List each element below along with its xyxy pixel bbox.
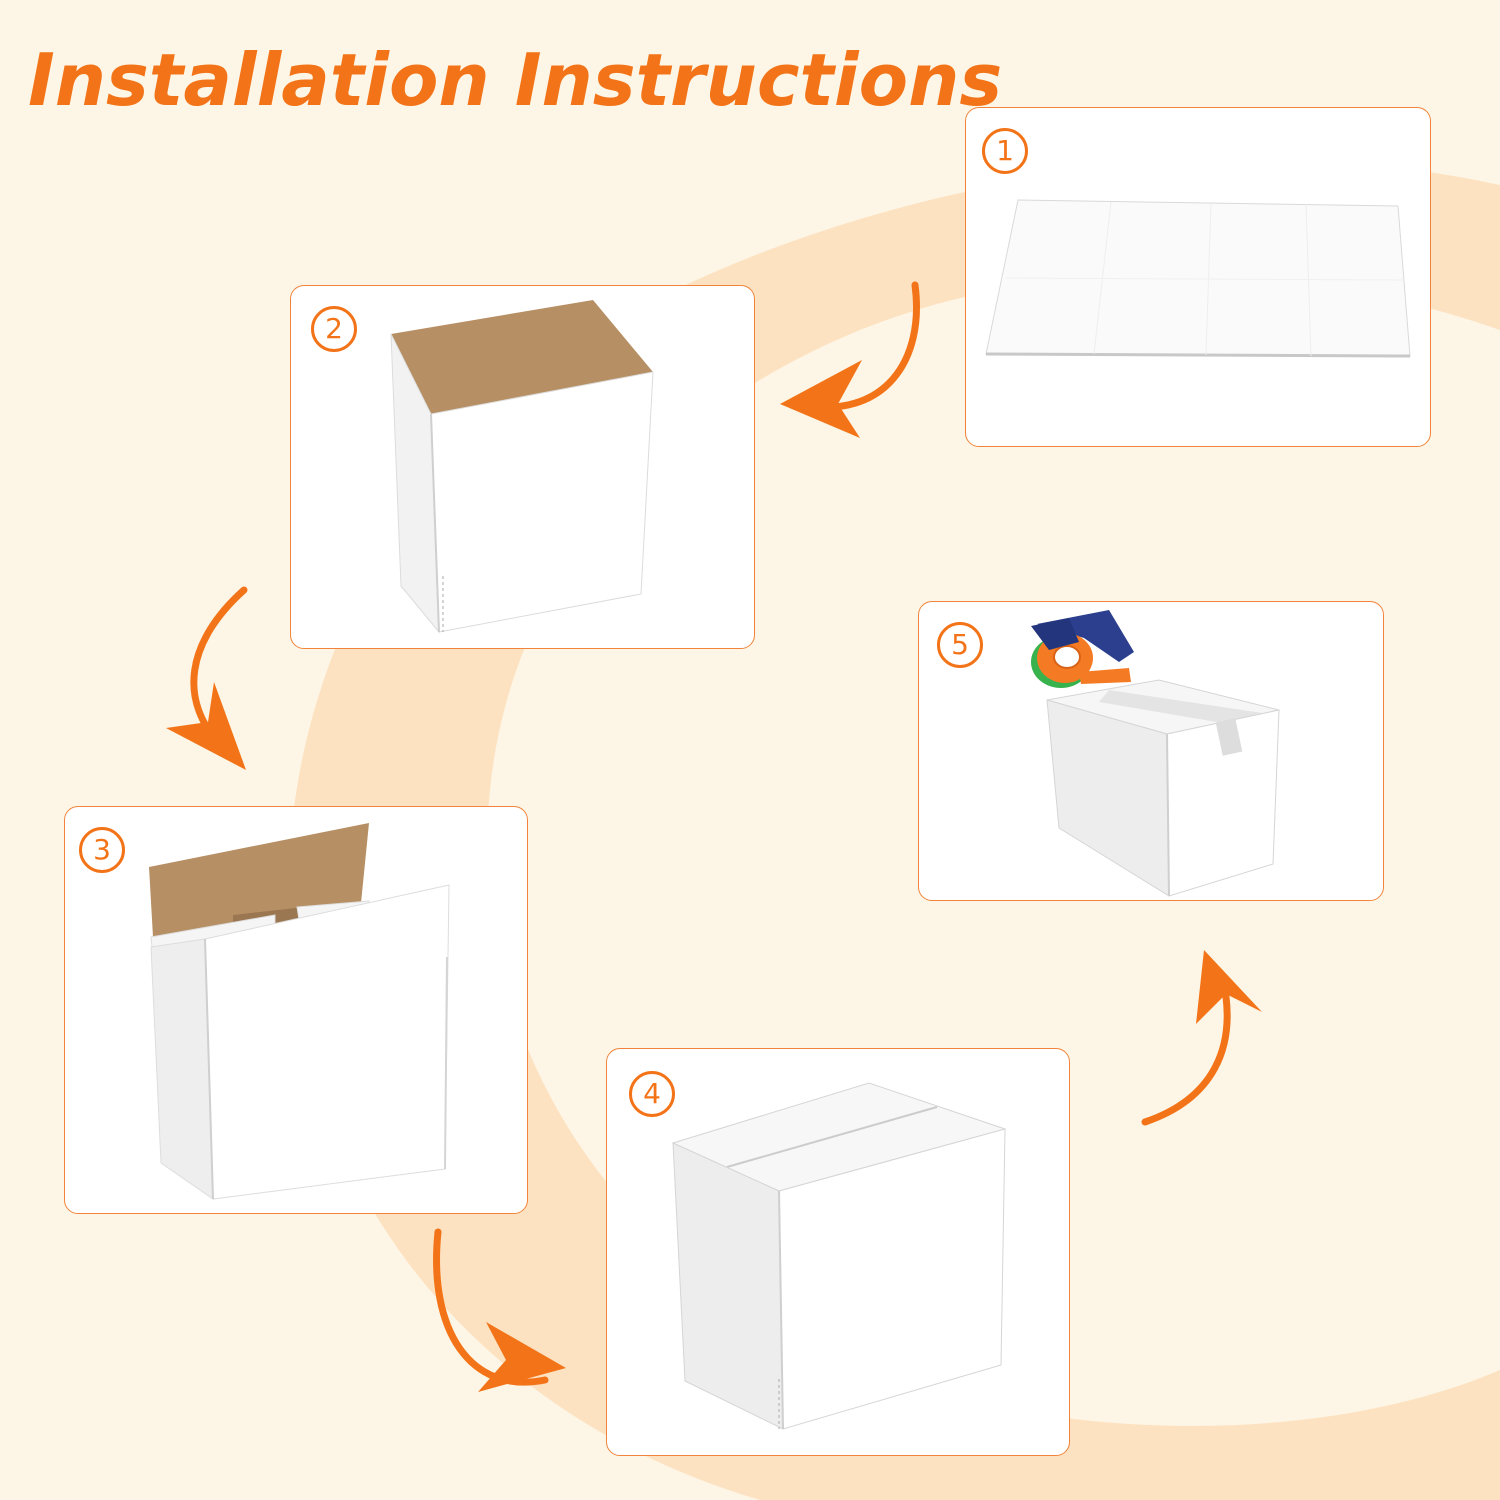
step-4-card: 4 bbox=[606, 1048, 1070, 1456]
step-3-number-badge: 3 bbox=[79, 827, 125, 873]
step-4-number-badge: 4 bbox=[629, 1071, 675, 1117]
step-5-card: 5 bbox=[918, 601, 1384, 901]
box-folding-flaps-image bbox=[149, 823, 450, 1200]
step-5-number-badge: 5 bbox=[937, 622, 983, 668]
open-box-image bbox=[390, 300, 654, 634]
step-1-number-badge: 1 bbox=[982, 128, 1028, 174]
step-1-card: 1 bbox=[965, 107, 1431, 447]
step-2-number-badge: 2 bbox=[311, 306, 357, 352]
tape-sealing-box-image bbox=[1046, 679, 1280, 897]
closed-box-image bbox=[671, 1082, 1007, 1430]
page-title: Installation Instructions bbox=[28, 38, 1003, 122]
step-2-card: 2 bbox=[290, 285, 755, 649]
flat-box-sheet-image bbox=[985, 199, 1411, 358]
tape-dispenser-icon bbox=[1031, 610, 1134, 688]
step-3-card: 3 bbox=[64, 806, 528, 1214]
